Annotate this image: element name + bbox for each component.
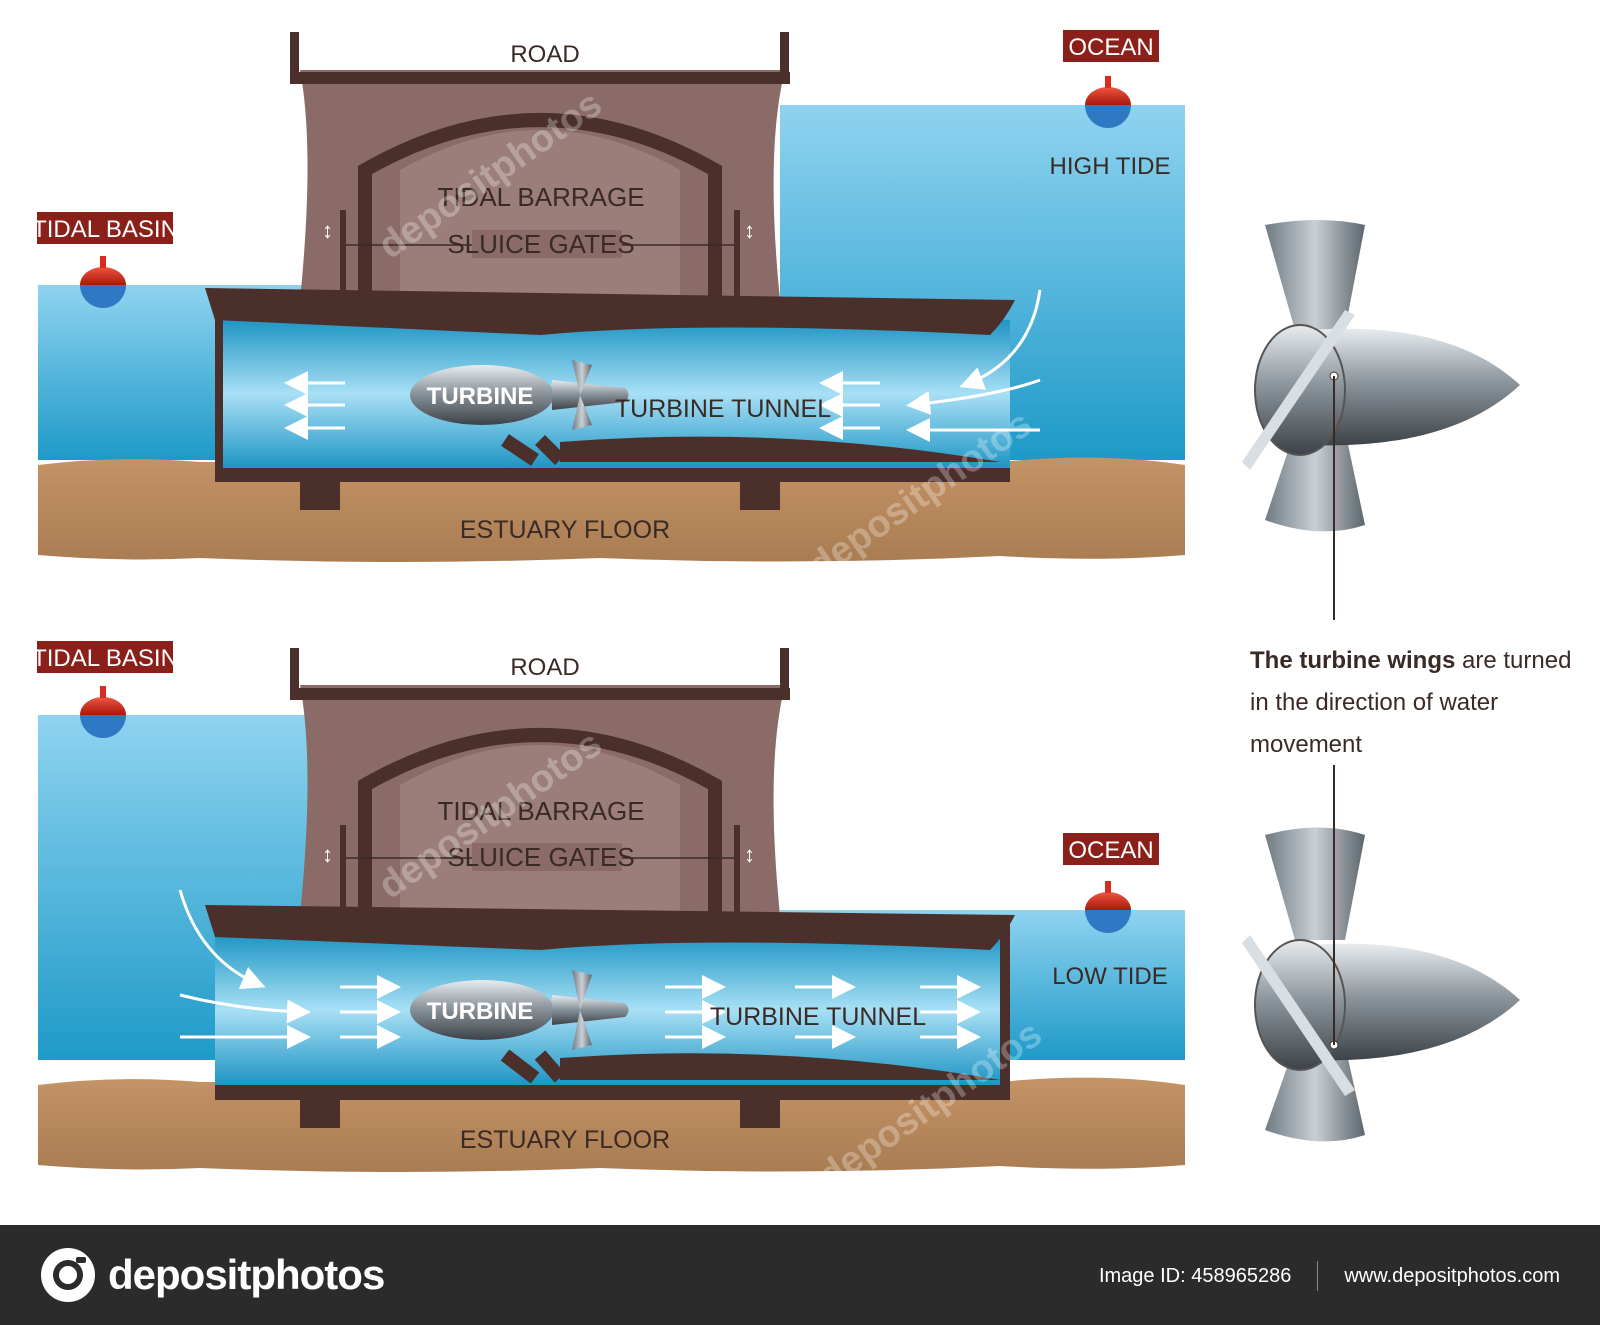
footing-right	[740, 1098, 780, 1128]
top-panel: ↕ ↕ ROAD OCEAN HIGH TIDE TIDAL BASIN TID…	[32, 30, 1185, 562]
sluice-gate-arrows: ↕ ↕	[322, 842, 755, 867]
basin-tag	[37, 212, 173, 244]
tunnel-floor	[215, 1085, 1010, 1100]
sluice-label: SLUICE GATES	[447, 229, 634, 259]
sluice-label-bg	[472, 230, 622, 258]
turbine-detail-top	[1242, 220, 1520, 620]
ocean-buoy	[1085, 881, 1131, 934]
turbine-label: TURBINE	[427, 383, 534, 410]
barrage-label: TIDAL BARRAGE	[437, 182, 644, 212]
barrage-label: TIDAL BARRAGE	[437, 796, 644, 826]
turbine-body	[410, 365, 554, 425]
turbine-nose	[552, 995, 629, 1025]
barrage-arch	[400, 745, 680, 915]
road-post-right	[780, 32, 789, 82]
wing-pivot	[1242, 310, 1355, 470]
image-id: Image ID: 458965286	[1098, 1264, 1292, 1287]
caption-bold: The turbine wings	[1250, 647, 1456, 674]
road-post-left	[290, 32, 299, 82]
ocean-buoy	[1085, 76, 1131, 128]
wing-upper	[1265, 220, 1365, 330]
tunnel-wall-right	[1000, 925, 1010, 1095]
ocean-tag-label: OCEAN	[1068, 837, 1153, 864]
tunnel-floor	[215, 468, 1010, 482]
tide-label: LOW TIDE	[1052, 963, 1168, 990]
brand-name: depositphotos	[108, 1251, 385, 1298]
floor-label: ESTUARY FLOOR	[460, 516, 670, 544]
footer-info: Image ID: 458965286 www.depositphotos.co…	[1099, 1261, 1560, 1291]
road-post-left	[290, 648, 299, 698]
footer-bar: depositphotos Image ID: 458965286 www.de…	[0, 1225, 1600, 1325]
road-deck	[290, 72, 790, 84]
turbine-wings-caption: The turbine wings are turned in the dire…	[1250, 640, 1590, 766]
turbine-detail-bottom	[1242, 765, 1520, 1142]
turbine-body	[410, 980, 554, 1040]
tunnel-roof	[205, 905, 1015, 950]
flow-arrows	[284, 289, 1042, 442]
tunnel-label: TURBINE TUNNEL	[710, 1003, 926, 1031]
tide-label: HIGH TIDE	[1050, 153, 1171, 180]
draft-slope	[560, 436, 1000, 462]
svg-text:↕: ↕	[744, 218, 755, 243]
camera-logo-icon	[41, 1248, 95, 1302]
turbine-strut	[501, 434, 565, 466]
road-label: ROAD	[510, 41, 579, 68]
footing-left	[300, 1098, 340, 1128]
sluice-gate-arrows: ↕ ↕	[322, 218, 755, 243]
basin-buoy	[80, 256, 126, 308]
hub	[1254, 939, 1346, 1071]
svg-text:↕: ↕	[322, 218, 333, 243]
hub-nose	[1310, 328, 1520, 446]
tunnel-label: TURBINE TUNNEL	[615, 395, 831, 423]
basin-tag-label: TIDAL BASIN	[32, 216, 178, 243]
caption-rest: are turned in the direction of water mov…	[1250, 647, 1572, 758]
footing-left	[300, 480, 340, 510]
svg-text:↕: ↕	[744, 842, 755, 867]
tunnel-roof	[205, 288, 1015, 335]
ocean-tag-label: OCEAN	[1068, 34, 1153, 61]
basin-tag-label: TIDAL BASIN	[32, 645, 178, 672]
wing-lower	[1265, 430, 1365, 532]
floor-label: ESTUARY FLOOR	[460, 1126, 670, 1154]
sluice-label-bg	[472, 843, 622, 871]
basin-tag	[37, 641, 173, 673]
road-deck	[290, 688, 790, 700]
road-post-right	[780, 648, 789, 698]
barrage-frame	[358, 728, 722, 915]
basin-buoy	[80, 686, 126, 738]
svg-text:↕: ↕	[322, 842, 333, 867]
wing-upper	[1265, 827, 1365, 940]
sluice-label: SLUICE GATES	[447, 842, 634, 872]
draft-slope	[560, 1053, 1000, 1080]
ocean-tag	[1063, 30, 1159, 62]
road-label: ROAD	[510, 654, 579, 681]
turbine-label: TURBINE	[427, 998, 534, 1025]
hub-nose	[1310, 943, 1520, 1061]
footer-divider	[1317, 1261, 1319, 1291]
footing-right	[740, 480, 780, 510]
turbine-wings-small	[572, 970, 592, 1050]
turbine-nose	[552, 380, 629, 410]
brand[interactable]: depositphotos	[40, 1247, 385, 1303]
diagram-canvas: ↕ ↕ ROAD OCEAN HIGH TIDE TIDAL BASIN TID…	[32, 30, 1520, 1172]
site-url[interactable]: www.depositphotos.com	[1344, 1264, 1560, 1287]
wing-pivot	[1242, 935, 1355, 1096]
turbine-wings-small	[572, 360, 592, 430]
tunnel-wall-left	[215, 310, 223, 480]
barrage-frame	[358, 113, 722, 300]
turbine-strut	[500, 1049, 566, 1084]
ocean-tag	[1063, 833, 1159, 865]
bottom-panel: ↕ ↕ ROAD OCEAN LOW TIDE TIDAL BASIN TIDA…	[32, 641, 1185, 1172]
flow-arrows	[178, 889, 981, 1049]
